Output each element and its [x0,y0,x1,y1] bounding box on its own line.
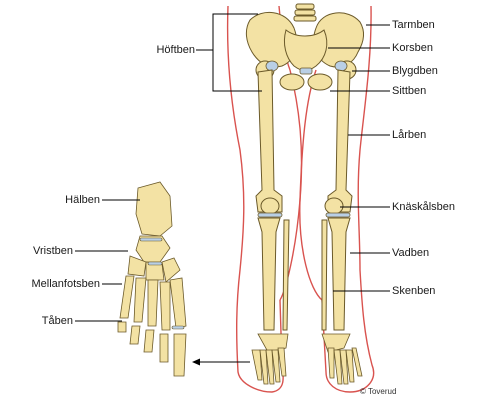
label-knaskalsben: Knäskålsben [392,201,455,213]
label-taben: Tåben [41,315,73,327]
femurs [255,69,353,213]
skin-outline [226,5,375,393]
bracket-hoftben [212,13,262,92]
label-sittben: Sittben [392,85,427,97]
front-feet [251,333,363,385]
label-vristben: Vristben [33,245,73,257]
label-tarmben: Tarmben [392,19,435,31]
hip-cartilage [265,60,348,75]
label-skenben: Skenben [392,285,436,297]
patellae [260,197,344,215]
knee-cartilage [257,212,351,218]
side-foot-cartilage [139,237,185,330]
label-korsben: Korsben [392,42,433,54]
arrow-head [192,358,200,366]
label-mellanfotsben: Mellanfotsben [31,278,101,290]
label-blygdben: Blygdben [392,65,438,77]
label-larben: Lårben [392,129,427,141]
credit-text: © Toverud [360,387,397,396]
side-foot [117,181,187,377]
label-vadben: Vadben [392,247,430,259]
lower-leg-bones [257,217,351,331]
label-hoftben: Höftben [156,44,195,56]
leader-lines [75,13,390,366]
label-halben: Hälben [65,194,100,206]
